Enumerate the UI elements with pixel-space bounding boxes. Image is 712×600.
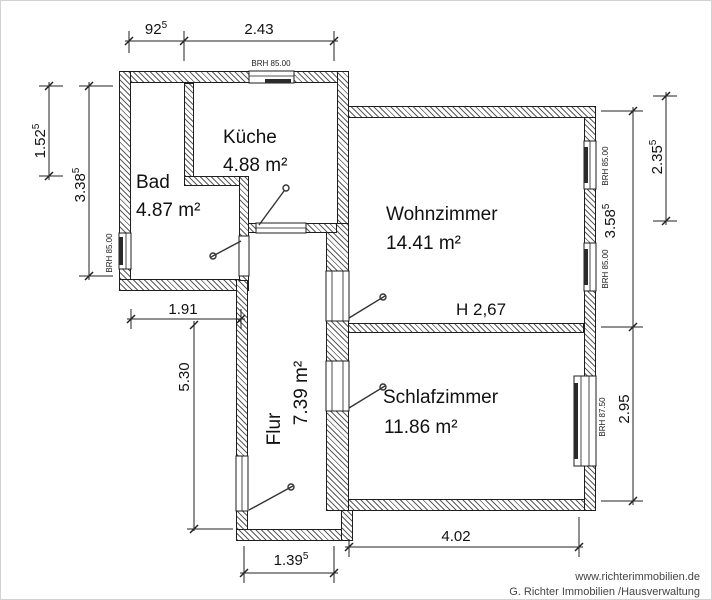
dimension-label-flur-width: 1.395 bbox=[274, 551, 309, 569]
dimension-label-schlafzimmer-width: 4.02 bbox=[441, 528, 470, 545]
dimension-tick bbox=[236, 314, 246, 324]
dimension-tick bbox=[329, 568, 339, 578]
dimension-label-top-kueche: 2.43 bbox=[244, 21, 273, 38]
dimension-value: 3.58 bbox=[602, 209, 619, 238]
dimension-tick bbox=[84, 271, 94, 281]
dimension-label-schlafzimmer-depth: 2.95 bbox=[616, 394, 633, 423]
dimension-label-wohnzimmer-depth: 3.585 bbox=[601, 203, 619, 238]
dimension-tick bbox=[628, 322, 638, 332]
window-sash bbox=[584, 147, 588, 183]
dimension-tick bbox=[661, 91, 671, 101]
room-area-schlafzimmer: 11.86 m² bbox=[384, 417, 458, 438]
dimension-superscript: 5 bbox=[648, 139, 659, 145]
window-sash bbox=[265, 79, 291, 83]
room-area-kueche: 4.88 m² bbox=[223, 155, 287, 176]
door-handle-bad bbox=[209, 252, 217, 260]
room-name-wohnzimmer: Wohnzimmer bbox=[386, 204, 498, 225]
dimension-superscript: 5 bbox=[71, 167, 82, 173]
window-sash bbox=[584, 249, 588, 285]
dimension-tick bbox=[628, 106, 638, 116]
door-bad bbox=[238, 235, 250, 277]
dimension-tick bbox=[329, 36, 339, 46]
dimension-value: 2.35 bbox=[649, 145, 666, 174]
dimension-tick bbox=[239, 568, 249, 578]
room-labels: Küche 4.88 m² Bad 4.87 m² Wohnzimmer 14.… bbox=[136, 127, 506, 445]
dimension-tick bbox=[44, 171, 54, 181]
room-area-bad: 4.87 m² bbox=[136, 200, 200, 221]
door-handle-kueche bbox=[282, 184, 290, 192]
door-handle-schlafzimmer bbox=[379, 383, 387, 391]
ceiling-height-label: H 2,67 bbox=[456, 300, 506, 319]
room-name-flur: Flur bbox=[264, 412, 285, 445]
footer: www.richterimmobilien.de G. Richter Immo… bbox=[509, 571, 700, 598]
dimension-label-right-window: 2.355 bbox=[648, 139, 666, 174]
door-handle-wohnzimmer bbox=[379, 293, 387, 301]
room-area-flur: 7.39 m² bbox=[291, 361, 312, 425]
dimension-superscript: 5 bbox=[31, 123, 42, 129]
dimension-superscript: 5 bbox=[303, 551, 309, 562]
dimension-value: 3.38 bbox=[72, 173, 89, 202]
room-name-schlafzimmer: Schlafzimmer bbox=[383, 387, 499, 408]
dimension-tick bbox=[124, 36, 134, 46]
room-name-bad: Bad bbox=[136, 172, 170, 193]
door-handle-entrance bbox=[287, 483, 295, 491]
footer-website: www.richterimmobilien.de bbox=[574, 571, 700, 583]
dimension-label-top-bad: 925 bbox=[145, 20, 168, 38]
window-label-top: BRH 85.00 bbox=[251, 59, 291, 68]
wall-wohnzimmer-schlafzimmer bbox=[348, 323, 584, 333]
dimension-label-flur-length: 5.30 bbox=[176, 362, 193, 391]
window-labels: BRH 85.00 BRH 85.00 BRH 85.00 BRH 85.00 … bbox=[105, 59, 610, 437]
dimension-superscript: 5 bbox=[162, 20, 168, 31]
window-label-right-bottom: BRH 87.50 bbox=[598, 397, 607, 437]
door-swing-kueche bbox=[258, 190, 285, 226]
dimension-tick bbox=[189, 320, 199, 330]
door-swing-wohnzimmer bbox=[348, 295, 386, 319]
window-sash bbox=[119, 237, 123, 265]
room-area-wohnzimmer: 14.41 m² bbox=[386, 233, 461, 254]
door-wohnzimmer bbox=[325, 270, 350, 322]
door-schlafzimmer bbox=[325, 360, 350, 412]
door-swings bbox=[209, 184, 387, 511]
footer-company: G. Richter Immobilien /Hausverwaltung bbox=[509, 586, 700, 598]
door-swing-schlafzimmer bbox=[348, 385, 386, 409]
wall-bad-flur bbox=[239, 176, 249, 281]
dimension-tick bbox=[84, 81, 94, 91]
dimension-label-left-upper: 1.525 bbox=[31, 123, 49, 158]
dimension-labels: 925 2.43 1.525 3.385 1.91 5.30 1.395 4.0… bbox=[31, 20, 666, 569]
dimension-lines bbox=[39, 31, 677, 583]
windows bbox=[118, 70, 597, 467]
dimension-tick bbox=[179, 36, 189, 46]
window-label-right-middle: BRH 85.00 bbox=[601, 249, 610, 289]
wall-south-bad bbox=[119, 279, 249, 291]
dimension-tick bbox=[44, 81, 54, 91]
dimension-label-bad-width: 1.91 bbox=[168, 301, 197, 318]
dimension-tick bbox=[126, 314, 136, 324]
window-sash bbox=[574, 383, 578, 459]
dimension-value: 1.39 bbox=[274, 552, 303, 569]
window-label-right-top: BRH 85.00 bbox=[601, 146, 610, 186]
room-name-kueche: Küche bbox=[223, 127, 277, 148]
dimension-tick bbox=[344, 542, 354, 552]
doors bbox=[235, 222, 350, 512]
window-label-left: BRH 85.00 bbox=[105, 233, 114, 273]
dimension-label-left-total: 3.385 bbox=[71, 167, 89, 202]
dimension-tick bbox=[661, 216, 671, 226]
door-swing-entrance bbox=[248, 485, 294, 511]
dimension-tick bbox=[574, 542, 584, 552]
dimension-tick bbox=[628, 496, 638, 506]
dimension-value: 92 bbox=[145, 21, 162, 38]
dimension-superscript: 5 bbox=[601, 203, 612, 209]
dimension-value: 1.52 bbox=[32, 129, 49, 158]
